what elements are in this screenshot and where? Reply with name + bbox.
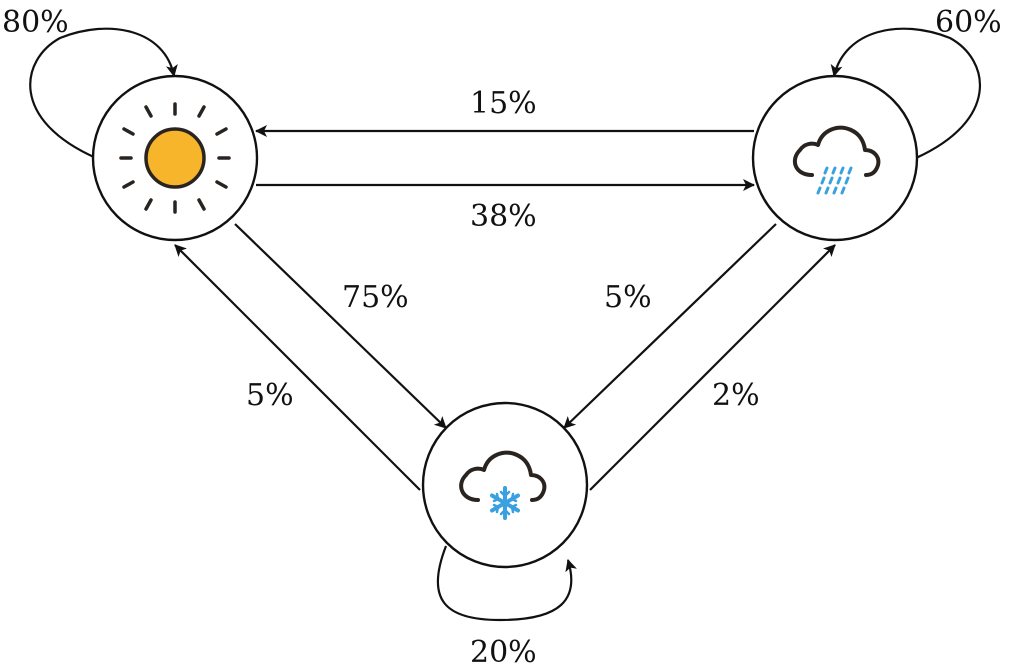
label-rainy-self: 60% xyxy=(935,5,1002,40)
sun-icon xyxy=(119,102,231,214)
label-sunny-self: 80% xyxy=(2,5,69,40)
edge-snowy-to-rainy xyxy=(589,244,836,491)
edge-rainy-to-snowy xyxy=(563,223,777,429)
node-sunny xyxy=(91,74,259,242)
label-sunny-to-rainy: 38% xyxy=(470,199,537,234)
label-rainy-to-snowy: 5% xyxy=(604,280,652,315)
rain-cloud-icon xyxy=(792,125,881,195)
edge-sunny-to-snowy xyxy=(234,223,447,429)
edge-snowy-to-sunny xyxy=(174,244,421,491)
label-rainy-to-sunny: 15% xyxy=(470,86,537,121)
edge-snowy-self xyxy=(436,545,577,622)
edge-rainy-self xyxy=(830,27,981,160)
node-rainy xyxy=(751,74,919,242)
label-snowy-to-sunny: 5% xyxy=(246,378,294,413)
label-snowy-self: 20% xyxy=(470,635,537,670)
edges xyxy=(29,27,981,622)
edge-sunny-self xyxy=(29,27,178,160)
label-snowy-to-rainy: 2% xyxy=(712,378,760,413)
snow-cloud-icon xyxy=(459,450,547,520)
node-snowy xyxy=(421,401,589,569)
label-sunny-to-snowy: 75% xyxy=(342,280,409,315)
edge-labels: 80% 60% 20% 15% 38% 75% 5% 5% 2% xyxy=(2,5,1002,670)
